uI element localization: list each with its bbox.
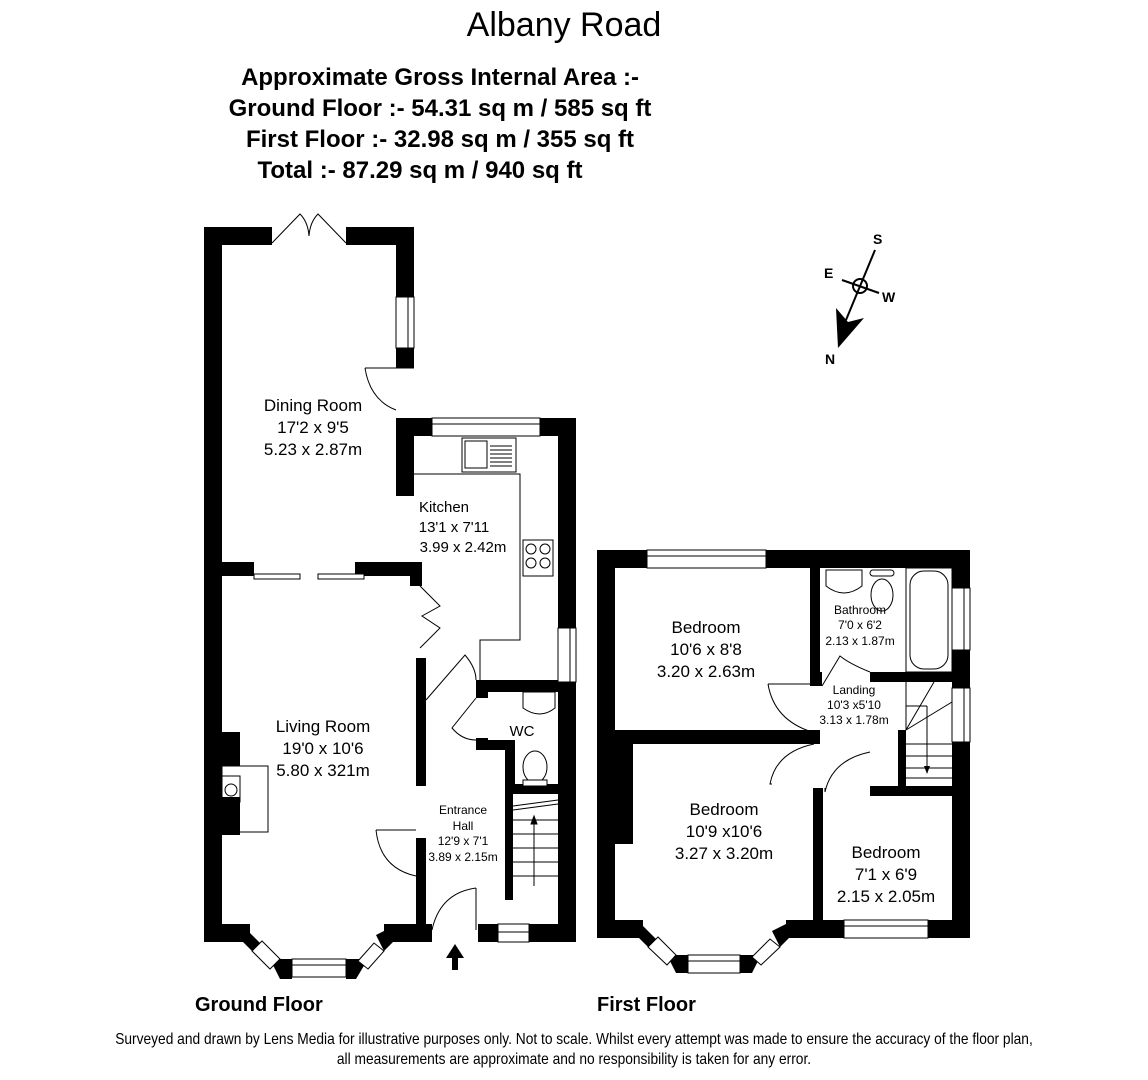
svg-text:10'3 x5'10: 10'3 x5'10 bbox=[827, 698, 881, 712]
room-wc: WC bbox=[510, 723, 535, 740]
room-bedroom-3: Bedroom 7'1 x 6'9 2.15 x 2.05m bbox=[837, 843, 935, 906]
room-bedroom-2: Bedroom 10'9 x10'6 3.27 x 3.20m bbox=[675, 800, 773, 863]
ground-floor-walls bbox=[204, 227, 576, 979]
compass-e-label: E bbox=[824, 265, 833, 281]
svg-text:10'6 x 8'8: 10'6 x 8'8 bbox=[670, 640, 742, 659]
gross-internal-area: Approximate Gross Internal Area :- Groun… bbox=[200, 62, 680, 186]
svg-text:WC: WC bbox=[510, 723, 535, 740]
area-heading: Approximate Gross Internal Area :- bbox=[241, 64, 639, 91]
svg-text:Dining Room: Dining Room bbox=[264, 396, 362, 415]
svg-text:Entrance: Entrance bbox=[439, 803, 487, 817]
svg-text:Kitchen: Kitchen bbox=[419, 499, 469, 516]
room-landing: Landing 10'3 x5'10 3.13 x 1.78m bbox=[819, 683, 888, 727]
svg-text:5.80 x 321m: 5.80 x 321m bbox=[276, 761, 370, 780]
room-bathroom: Bathroom 7'0 x 6'2 2.13 x 1.87m bbox=[825, 603, 894, 648]
room-dining-room: Dining Room 17'2 x 9'5 5.23 x 2.87m bbox=[264, 396, 362, 459]
svg-text:13'1 x 7'11: 13'1 x 7'11 bbox=[419, 519, 490, 536]
svg-text:3.89 x 2.15m: 3.89 x 2.15m bbox=[428, 850, 497, 864]
svg-text:Landing: Landing bbox=[833, 683, 876, 697]
svg-text:19'0 x 10'6: 19'0 x 10'6 bbox=[282, 739, 363, 758]
compass-s-label: S bbox=[873, 231, 882, 247]
ground-floor-plan: Dining Room 17'2 x 9'5 5.23 x 2.87m Kitc… bbox=[204, 213, 577, 979]
compass-north-arrow-icon: S E W N bbox=[824, 231, 896, 367]
svg-text:10'9 x10'6: 10'9 x10'6 bbox=[686, 822, 762, 841]
room-kitchen: Kitchen 13'1 x 7'11 3.99 x 2.42m bbox=[419, 499, 507, 556]
svg-text:2.13 x 1.87m: 2.13 x 1.87m bbox=[825, 634, 894, 648]
entrance-arrow-icon bbox=[446, 944, 464, 970]
svg-text:Bathroom: Bathroom bbox=[834, 603, 886, 617]
first-floor-plan: Bedroom 10'6 x 8'8 3.20 x 2.63m Bathroom… bbox=[597, 549, 971, 974]
svg-text:7'0 x 6'2: 7'0 x 6'2 bbox=[838, 618, 882, 632]
svg-text:17'2 x 9'5: 17'2 x 9'5 bbox=[277, 418, 349, 437]
svg-text:3.27 x 3.20m: 3.27 x 3.20m bbox=[675, 844, 773, 863]
disclaimer-line-1: Surveyed and drawn by Lens Media for ill… bbox=[115, 1031, 1033, 1048]
svg-text:5.23 x 2.87m: 5.23 x 2.87m bbox=[264, 440, 362, 459]
svg-text:Bedroom: Bedroom bbox=[852, 843, 921, 862]
ground-floor-label: Ground Floor bbox=[195, 994, 323, 1016]
area-total: Total :- 87.29 sq m / 940 sq ft bbox=[257, 157, 583, 184]
svg-text:7'1 x 6'9: 7'1 x 6'9 bbox=[855, 865, 917, 884]
svg-text:3.13 x 1.78m: 3.13 x 1.78m bbox=[819, 713, 888, 727]
first-floor-label: First Floor bbox=[597, 994, 696, 1016]
room-living-room: Living Room 19'0 x 10'6 5.80 x 321m bbox=[276, 717, 371, 780]
room-bedroom-1: Bedroom 10'6 x 8'8 3.20 x 2.63m bbox=[657, 618, 755, 681]
area-ground-floor: Ground Floor :- 54.31 sq m / 585 sq ft bbox=[228, 95, 652, 122]
area-first-floor: First Floor :- 32.98 sq m / 355 sq ft bbox=[245, 126, 635, 153]
room-entrance-hall: Entrance Hall 12'9 x 7'1 3.89 x 2.15m bbox=[428, 803, 497, 864]
svg-text:Living Room: Living Room bbox=[276, 717, 371, 736]
svg-text:Hall: Hall bbox=[453, 819, 474, 833]
compass-n-label: N bbox=[825, 351, 835, 367]
compass-w-label: W bbox=[882, 289, 896, 305]
page-title: Albany Road bbox=[466, 6, 662, 44]
disclaimer: Surveyed and drawn by Lens Media for ill… bbox=[80, 1030, 1067, 1070]
disclaimer-line-2: all measurements are approximate and no … bbox=[336, 1051, 812, 1068]
svg-text:3.99 x 2.42m: 3.99 x 2.42m bbox=[420, 539, 507, 556]
svg-text:12'9 x 7'1: 12'9 x 7'1 bbox=[438, 834, 489, 848]
svg-text:Bedroom: Bedroom bbox=[690, 800, 759, 819]
svg-text:Bedroom: Bedroom bbox=[672, 618, 741, 637]
svg-text:3.20 x 2.63m: 3.20 x 2.63m bbox=[657, 662, 755, 681]
svg-text:2.15 x 2.05m: 2.15 x 2.05m bbox=[837, 887, 935, 906]
